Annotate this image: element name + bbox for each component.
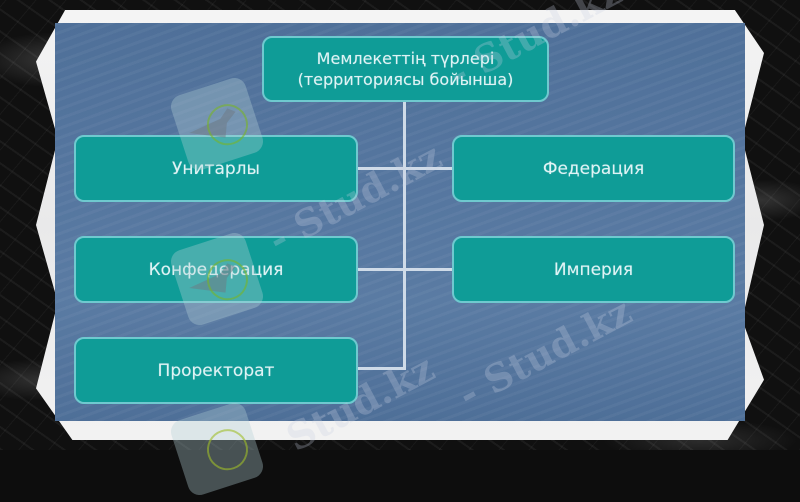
- connector-row-2: [357, 268, 453, 271]
- node-protectorate: Проректорат: [74, 337, 358, 404]
- connector-trunk: [403, 102, 406, 370]
- root-title-line1: Мемлекеттің түрлері: [316, 49, 495, 68]
- node-unitary: Унитарлы: [74, 135, 358, 202]
- node-label: Унитарлы: [172, 158, 260, 179]
- node-confederation: Конфедерация: [74, 236, 358, 303]
- root-node: Мемлекеттің түрлері (территориясы бойынш…: [262, 36, 549, 102]
- connector-row-3: [357, 367, 406, 370]
- node-label: Империя: [553, 259, 634, 280]
- node-label: Конфедерация: [148, 259, 284, 280]
- connector-row-1: [357, 167, 453, 170]
- node-empire: Империя: [452, 236, 735, 303]
- node-federation: Федерация: [452, 135, 735, 202]
- node-label: Проректорат: [157, 360, 275, 381]
- root-title-line2: (территориясы бойынша): [297, 70, 514, 89]
- node-label: Федерация: [542, 158, 645, 179]
